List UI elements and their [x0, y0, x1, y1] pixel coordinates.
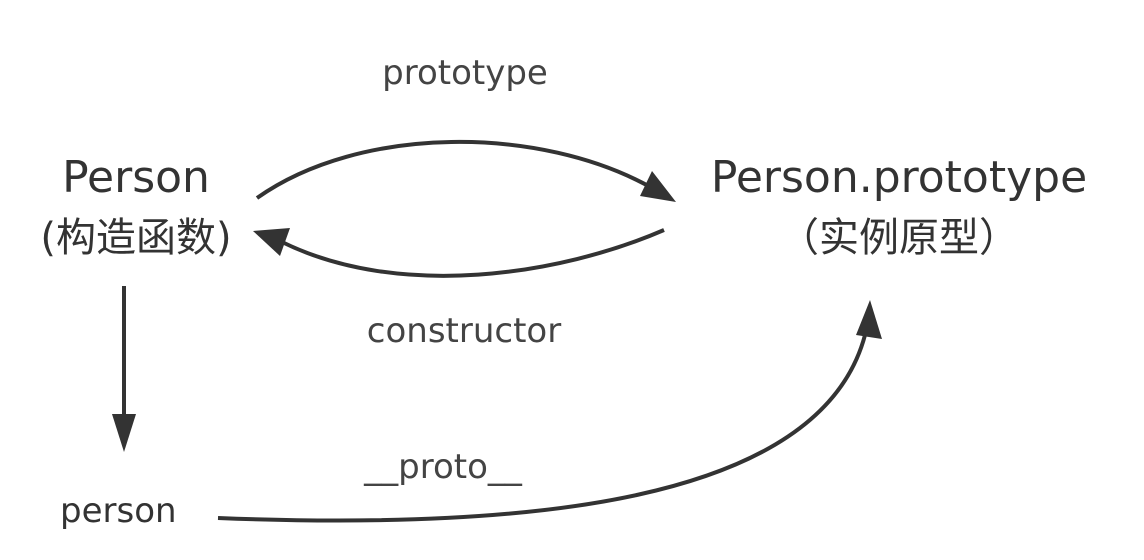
person-constructor-title: Person	[62, 152, 210, 203]
proto-arrow	[217, 334, 867, 523]
proto-edge-label: __proto__	[364, 447, 522, 487]
constructor-arrowhead	[253, 228, 290, 256]
person-instance-label: person	[60, 491, 177, 531]
constructor-edge-label: constructor	[366, 311, 562, 351]
prototype-arrowhead	[640, 171, 676, 202]
prototype-edge-label: prototype	[382, 53, 548, 93]
person-prototype-subtitle: （实例原型）	[779, 215, 1019, 261]
constructor-arrow	[281, 228, 665, 278]
proto-arrowhead	[856, 300, 882, 339]
instance-arrowhead	[112, 414, 136, 452]
person-prototype-title: Person.prototype	[710, 152, 1088, 203]
person-constructor-subtitle: (构造函数)	[40, 215, 232, 261]
prototype-arrow	[255, 139, 653, 200]
